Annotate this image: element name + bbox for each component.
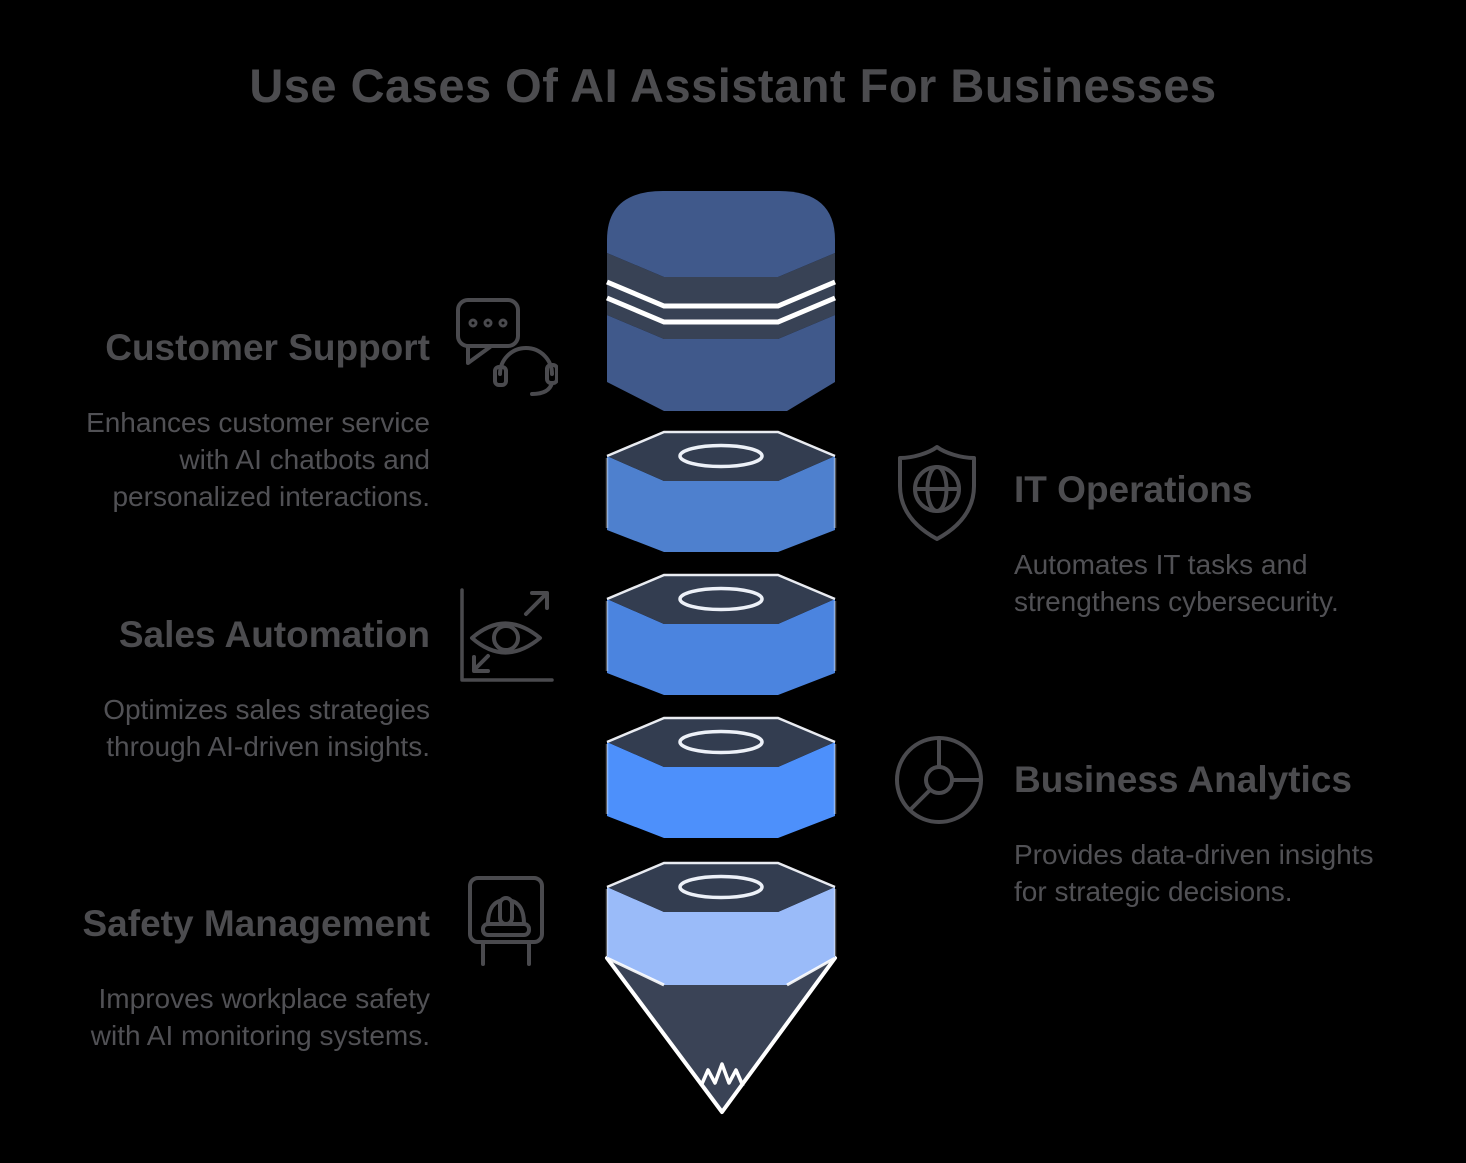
it-operations-description: Automates IT tasks and strengthens cyber… bbox=[1014, 549, 1339, 617]
segment-3-top-face bbox=[607, 575, 835, 624]
segment-5-top-face bbox=[607, 863, 835, 912]
chat-headset-icon bbox=[452, 297, 558, 405]
segment-4-side bbox=[607, 742, 835, 838]
business-analytics-description: Provides data-driven insights for strate… bbox=[1014, 839, 1374, 907]
eye-outline bbox=[470, 621, 542, 655]
cone-edge-highlight bbox=[605, 956, 837, 1114]
section-customer-support: Customer Support Enhances customer servi… bbox=[60, 328, 430, 515]
sales-automation-heading: Sales Automation bbox=[118, 614, 430, 655]
funnel-segment-1 bbox=[606, 191, 836, 411]
section-sales-automation: Sales Automation Optimizes sales strateg… bbox=[60, 615, 430, 765]
customer-support-heading: Customer Support bbox=[105, 327, 430, 368]
speech-bubble-tail bbox=[466, 344, 492, 365]
segment-1-lower bbox=[607, 315, 835, 411]
business-analytics-heading: Business Analytics bbox=[1014, 759, 1352, 800]
chart-axes bbox=[460, 588, 554, 682]
hard-hat-sign-icon bbox=[458, 872, 554, 976]
headset-mic bbox=[530, 381, 554, 396]
arrow-up-right bbox=[530, 591, 549, 610]
sign-board bbox=[468, 876, 544, 944]
arrow-down-left bbox=[472, 655, 490, 673]
sales-automation-description: Optimizes sales strategies through AI-dr… bbox=[103, 694, 430, 762]
donut-chart-icon bbox=[893, 734, 985, 826]
funnel-segment-4 bbox=[605, 716, 837, 838]
funnel-segment-2 bbox=[605, 430, 837, 552]
page-title: Use Cases Of AI Assistant For Businesses bbox=[249, 59, 1217, 112]
segment-5-bevel-highlight bbox=[606, 956, 836, 987]
funnel-segment-5 bbox=[605, 861, 837, 987]
segment-1-dome bbox=[607, 191, 835, 277]
segment-1-dark-band bbox=[607, 253, 835, 339]
safety-management-description: Improves workplace safety with AI monito… bbox=[90, 983, 430, 1051]
segment-2-top-face bbox=[607, 432, 835, 481]
funnel-segment-3 bbox=[605, 573, 837, 695]
headset-earcup-left bbox=[493, 365, 508, 387]
hat-brim bbox=[481, 922, 531, 937]
it-operations-heading: IT Operations bbox=[1014, 469, 1253, 510]
section-it-operations: IT Operations Automates IT tasks and str… bbox=[1014, 470, 1434, 620]
section-business-analytics: Business Analytics Provides data-driven … bbox=[1014, 760, 1444, 910]
section-safety-management: Safety Management Improves workplace saf… bbox=[58, 903, 431, 1054]
shield-outline bbox=[898, 445, 976, 541]
shield-globe-icon bbox=[893, 442, 981, 544]
safety-management-heading: Safety Management bbox=[82, 903, 431, 944]
funnel-cone bbox=[605, 956, 837, 1114]
cone-zigzag-mark bbox=[699, 1062, 745, 1087]
customer-support-description: Enhances customer service with AI chatbo… bbox=[86, 407, 430, 512]
eye-growth-chart-icon bbox=[455, 587, 555, 687]
eye-pupil bbox=[492, 624, 520, 652]
segment-3-side bbox=[607, 599, 835, 695]
segment-5-side bbox=[607, 887, 835, 985]
segment-2-side bbox=[607, 456, 835, 552]
segment-4-top-face bbox=[607, 718, 835, 767]
cone-body bbox=[607, 958, 835, 1112]
